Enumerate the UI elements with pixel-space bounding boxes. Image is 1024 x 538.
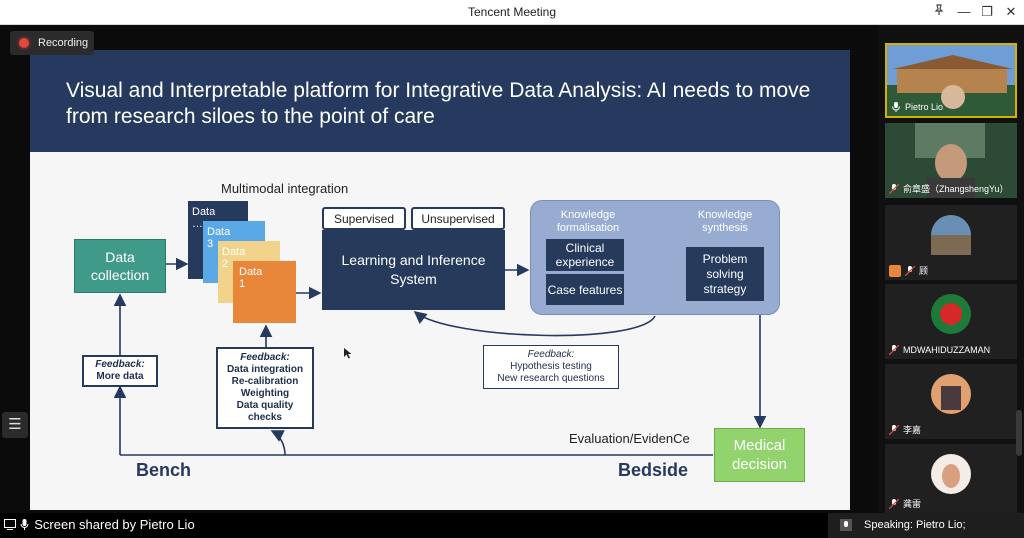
feedback-title: Feedback:	[240, 352, 290, 363]
data-card-number: 2	[222, 258, 229, 270]
participant-tile[interactable]: 顾	[885, 205, 1017, 280]
slide-header: Visual and Interpretable platform for In…	[30, 50, 850, 152]
evaluation-label: Evaluation/EvidenCe	[569, 431, 690, 446]
mic-muted-icon	[889, 345, 899, 355]
user-icon	[889, 265, 901, 277]
feedback-more-data-box: Feedback: More data	[82, 355, 158, 387]
multimodal-title: Multimodal integration	[221, 181, 349, 196]
mouse-cursor-icon	[344, 348, 352, 359]
slide-title: Visual and Interpretable platform for In…	[66, 79, 811, 128]
feedback-line: Hypothesis testing	[510, 361, 592, 372]
feedback-hypothesis-box: Feedback: Hypothesis testing New researc…	[483, 345, 619, 389]
screen-share-icon	[4, 519, 16, 530]
participant-tile[interactable]: 俞章盛（ZhangshengYu）	[885, 123, 1017, 198]
medical-decision-box: Medical decision	[714, 428, 805, 482]
supervised-tab: Supervised	[322, 207, 406, 230]
recording-icon	[19, 38, 29, 48]
restore-button[interactable]: ❐	[981, 4, 993, 19]
participant-tile[interactable]: 李嘉	[885, 364, 1017, 439]
mic-icon	[892, 102, 900, 112]
video-feed	[887, 45, 1015, 116]
mic-icon	[20, 519, 29, 530]
data-card-label: Data	[222, 246, 246, 258]
video-feed	[885, 123, 1017, 198]
mic-muted-icon	[905, 266, 915, 276]
participant-name: 顾	[889, 265, 928, 277]
data-card-ellipsis: …	[192, 218, 203, 230]
mic-muted-icon	[889, 425, 899, 435]
bedside-label: Bedside	[618, 460, 689, 480]
feedback-line: New research questions	[497, 373, 605, 384]
data-card-label: Data	[207, 226, 231, 238]
participant-tile[interactable]: 龚雷	[885, 444, 1017, 513]
close-button[interactable]: ✕	[1005, 4, 1017, 19]
feedback-integration-box: Feedback: Data integration Re-calibratio…	[216, 347, 314, 429]
unsupervised-tab: Unsupervised	[411, 207, 505, 230]
data-collection-box: Data collection	[74, 239, 166, 293]
feedback-text: More data	[96, 371, 144, 382]
feedback-line: Data quality checks	[236, 400, 294, 423]
minimize-button[interactable]: —	[957, 4, 971, 19]
case-features-box: Case features	[546, 274, 624, 305]
window-title: Tencent Meeting	[467, 5, 557, 19]
problem-solving-box: Problem solving strategy	[686, 247, 764, 301]
feedback-title: Feedback:	[95, 359, 145, 370]
data-card-number: 3	[207, 238, 214, 250]
participant-name: 俞章盛（ZhangshengYu）	[889, 183, 1009, 195]
mic-muted-icon	[889, 184, 899, 194]
participant-scrollbar[interactable]	[1016, 410, 1022, 456]
feedback-title: Feedback:	[527, 349, 575, 360]
data-card-label: Data	[239, 266, 263, 278]
feedback-line: Weighting	[240, 388, 290, 399]
bench-label: Bench	[136, 460, 192, 480]
knowledge-synthesis-label: Knowledge synthesis	[697, 209, 753, 234]
feedback-line: Re-calibration	[231, 376, 299, 387]
avatar	[931, 454, 971, 494]
participant-name: 李嘉	[889, 424, 921, 436]
participant-name: Pietro Lio	[891, 101, 943, 113]
participant-name: 龚雷	[889, 498, 921, 510]
speaking-indicator: Speaking: Pietro Lio;	[828, 513, 1024, 538]
screen-share-status: Screen shared by Pietro Lio	[4, 517, 195, 532]
data-card-label: Data	[192, 206, 216, 218]
presentation-slide: Visual and Interpretable platform for In…	[30, 50, 850, 510]
title-bar: Tencent Meeting — ❐ ✕	[0, 0, 1024, 25]
mic-muted-icon	[889, 499, 899, 509]
avatar	[931, 215, 971, 255]
avatar	[931, 374, 971, 414]
participant-name: MDWAHIDUZZAMAN	[889, 344, 990, 356]
participant-tile[interactable]: MDWAHIDUZZAMAN	[885, 284, 1017, 359]
learning-inference-box: Learning and Inference System	[322, 230, 505, 310]
clinical-experience-box: Clinical experience	[546, 239, 624, 271]
participant-tile[interactable]: Pietro Lio	[885, 43, 1017, 118]
recording-indicator[interactable]: Recording	[10, 31, 94, 55]
avatar	[931, 294, 971, 334]
feedback-line: Data integration	[226, 364, 304, 375]
data-card-number: 1	[239, 278, 246, 290]
recording-label: Recording	[38, 37, 89, 49]
speaker-avatar-icon	[840, 519, 852, 531]
menu-list-icon[interactable]: ☰	[2, 412, 28, 438]
data-card-1: Data 1	[233, 261, 296, 323]
pin-icon[interactable]	[930, 3, 948, 21]
knowledge-formalisation-label: Knowledge formalisation	[556, 209, 620, 234]
